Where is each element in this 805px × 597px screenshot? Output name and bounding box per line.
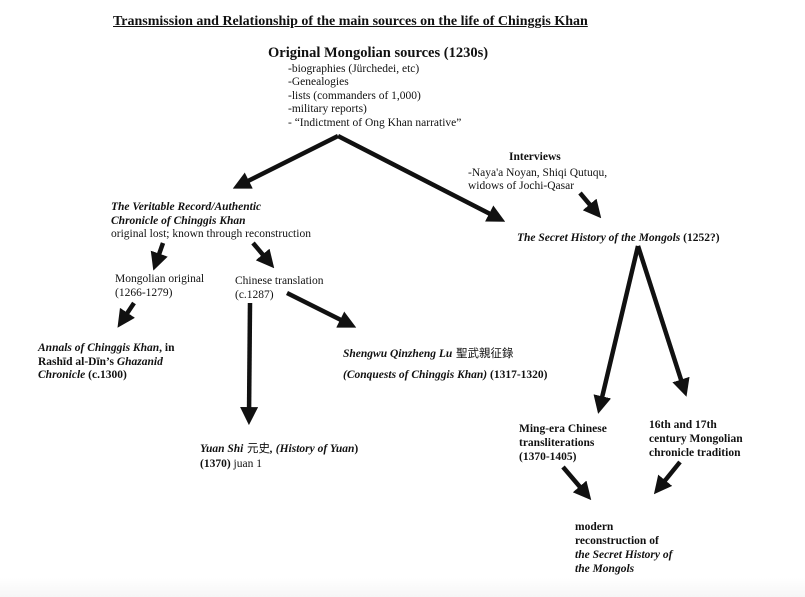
shengwu-subtitle: (Conquests of Chinggis Khan) (343, 369, 488, 381)
yuan-shi-title: Yuan Shi (200, 443, 244, 455)
annals-node: Annals of Chinggis Khan, in Rashīd al-Dī… (38, 342, 174, 383)
secret-history-title: The Secret History of the Mongols (517, 232, 681, 244)
interviews-heading: Interviews (509, 151, 561, 163)
shengwu-node: Shengwu Qinzheng Lu 聖武親征錄 (Conquests of … (343, 343, 548, 386)
mongolian-original-date: (1266-1279) (115, 286, 173, 299)
secret-history-date: (1252?) (680, 232, 720, 244)
yuan-shi-node: Yuan Shi 元史, (History of Yuan) (1370) ju… (200, 441, 358, 472)
modern-reconstruction-line: the Secret History of (575, 549, 673, 561)
modern-reconstruction-line: reconstruction of (575, 535, 659, 547)
annals-text: Ghazanid (116, 355, 163, 368)
annals-title: Annals of Chinggis Khan (38, 342, 160, 354)
arrow-chinese-translation-to-yuan-shi (240, 302, 259, 426)
original-sources-item: -biographies (Jürchedei, etc) (288, 63, 420, 75)
arrow-sources-to-secret-history (336, 133, 506, 222)
interviews-node: Interviews -Naya'a Noyan, Shiqi Qutuqu, … (468, 151, 607, 194)
arrow-veritable-to-chinese-translation (251, 241, 275, 269)
arrow-ming-to-modern (561, 465, 592, 501)
arrow-secret-history-to-mongolian-chronicle (635, 245, 690, 397)
shengwu-chinese: 聖武親征錄 (452, 346, 514, 360)
shengwu-date: (1317-1320) (487, 369, 548, 381)
veritable-record-node: The Veritable Record/Authentic Chronicle… (111, 201, 311, 242)
arrow-veritable-to-mongolian-original (150, 242, 168, 271)
secret-history-node: The Secret History of the Mongols (1252?… (517, 232, 720, 246)
modern-reconstruction-node: modern reconstruction of the Secret Hist… (575, 520, 672, 576)
veritable-record-note: original lost; known through reconstruct… (111, 228, 311, 240)
bottom-band (0, 578, 805, 597)
yuan-shi-juan: juan 1 (230, 458, 262, 470)
veritable-record-title: Chronicle of Chinggis Khan (111, 214, 246, 227)
modern-reconstruction-line: the Mongols (575, 563, 635, 575)
annals-text: Rashīd al-Dīn’s (38, 355, 117, 368)
original-sources-item: -Genealogies (288, 76, 349, 89)
diagram-title: Transmission and Relationship of the mai… (113, 14, 588, 29)
modern-reconstruction-line: modern (575, 521, 614, 533)
original-sources-item: - “Indictment of Ong Khan narrative” (288, 116, 462, 129)
mongolian-chronicle-line: chronicle tradition (649, 447, 741, 459)
ming-transliterations-line: (1370-1405) (519, 450, 577, 463)
interviews-line: widows of Jochi-Qasar (468, 180, 575, 193)
chinese-translation-node: Chinese translation (c.1287) (235, 275, 323, 302)
yuan-shi-subtitle: , (History of Yuan (270, 443, 355, 455)
original-sources-heading: Original Mongolian sources (1230s) (268, 45, 489, 61)
chinese-translation-label: Chinese translation (235, 275, 324, 287)
ming-transliterations-line: transliterations (519, 436, 595, 449)
original-sources-list: -biographies (Jürchedei, etc) -Genealogi… (288, 63, 461, 130)
original-sources-item: -lists (commanders of 1,000) (288, 89, 421, 102)
arrow-chronicle-to-modern (653, 460, 682, 495)
mongolian-chronicle-line: century Mongolian (649, 433, 743, 445)
mongolian-chronicle-line: 16th and 17th (649, 419, 717, 431)
yuan-shi-text: ) (354, 443, 359, 455)
mongolian-original-label: Mongolian original (115, 273, 205, 285)
veritable-record-title: The Veritable Record/Authentic (111, 201, 262, 213)
ming-transliterations-node: Ming-era Chinese transliterations (1370-… (519, 423, 607, 464)
arrow-interviews-to-secret-history (578, 191, 602, 219)
annals-text: , in (159, 342, 175, 354)
annals-text: Chronicle (38, 369, 86, 382)
yuan-shi-date: (1370) (200, 458, 231, 470)
yuan-shi-chinese: 元史 (243, 441, 271, 455)
arrow-sources-to-veritable-record (232, 133, 340, 189)
arrow-chinese-translation-to-shengwu (285, 290, 357, 328)
chinese-translation-date: (c.1287) (235, 288, 274, 301)
mongolian-chronicle-node: 16th and 17th century Mongolian chronicl… (649, 418, 743, 460)
arrow-secret-history-to-ming (593, 245, 641, 414)
ming-transliterations-line: Ming-era Chinese (519, 423, 607, 435)
interviews-line: -Naya'a Noyan, Shiqi Qutuqu, (468, 166, 608, 179)
annals-date: (c.1300) (85, 369, 127, 382)
shengwu-title: Shengwu Qinzheng Lu (343, 348, 453, 360)
mongolian-original-node: Mongolian original (1266-1279) (115, 273, 204, 300)
original-sources-item: -military reports) (288, 103, 367, 116)
arrow-mongolian-original-to-annals (117, 301, 136, 328)
